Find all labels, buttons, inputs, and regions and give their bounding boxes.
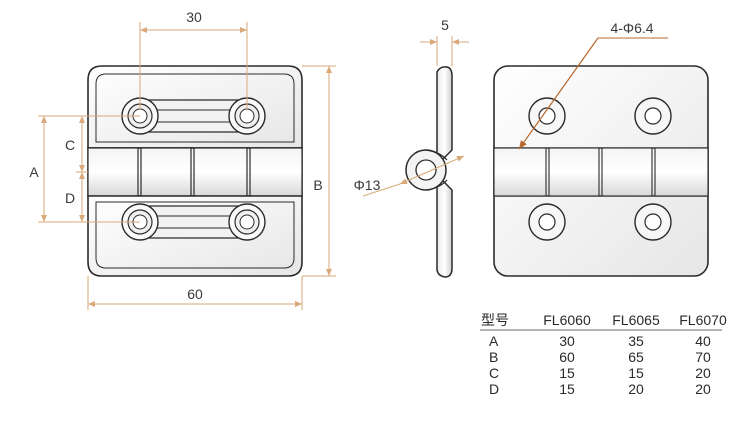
back-view (493, 65, 709, 277)
back-knuckle-band (493, 147, 709, 197)
table-row: A 30 35 40 (489, 333, 711, 349)
table-header-cell: FL6060 (543, 312, 591, 328)
front-lower-hole-right (228, 203, 266, 241)
table-cell: 65 (628, 349, 644, 365)
dim-hole-spacing: 30 (186, 9, 202, 25)
back-hole-top-right (634, 97, 672, 135)
table-header-cell: FL6065 (612, 312, 660, 328)
front-dimensions (38, 22, 336, 310)
table-cell: 15 (559, 381, 575, 397)
table-cell: 15 (628, 365, 644, 381)
table-cell: 40 (695, 333, 711, 349)
table-row: B 60 65 70 (489, 349, 711, 365)
table-cell: C (489, 365, 499, 381)
side-view (405, 66, 453, 278)
front-view (87, 65, 303, 277)
back-dimensions (518, 37, 668, 150)
dim-upper-c: C (65, 137, 75, 153)
dim-width: 60 (187, 286, 203, 302)
table-cell: 35 (628, 333, 644, 349)
table-cell: B (489, 349, 498, 365)
front-knuckle-band (87, 147, 303, 197)
table-header-cell: FL6070 (679, 312, 727, 328)
table-cell: 20 (695, 381, 711, 397)
table-header-cell: 型号 (481, 312, 509, 328)
dim-height-b: B (313, 177, 322, 193)
table-cell: 20 (628, 381, 644, 397)
table-cell: 15 (559, 365, 575, 381)
table-row: C 15 15 20 (489, 365, 711, 381)
table-row: D 15 20 20 (489, 381, 711, 397)
table-cell: 70 (695, 349, 711, 365)
dim-pin-diameter: Φ13 (354, 177, 381, 193)
back-hole-top-left (528, 97, 566, 135)
back-hole-bottom-right (634, 203, 672, 241)
table-cell: 60 (559, 349, 575, 365)
table-cell: 20 (695, 365, 711, 381)
dim-thickness: 5 (441, 17, 449, 33)
table-cell: D (489, 381, 499, 397)
table-cell: A (489, 333, 499, 349)
table-cell: 30 (559, 333, 575, 349)
dim-lower-d: D (65, 190, 75, 206)
dim-overall-a: A (29, 164, 39, 180)
side-dimensions (362, 36, 469, 197)
dim-hole-diameter: 4-Φ6.4 (610, 20, 653, 36)
back-hole-bottom-left (528, 203, 566, 241)
